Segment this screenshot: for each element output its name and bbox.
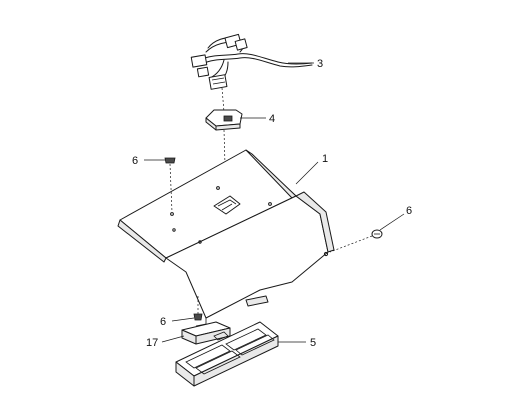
leader-6c [171, 317, 195, 322]
callout-4: 4 [269, 113, 275, 125]
callout-5: 5 [310, 337, 316, 349]
wiring-harness-part [190, 33, 313, 90]
callout-6-top-left: 6 [132, 155, 138, 167]
callout-6-right: 6 [406, 205, 412, 217]
leader-17 [161, 335, 185, 343]
leader-1 [295, 161, 319, 185]
leader-6b [379, 213, 405, 231]
grille-tray-part [175, 321, 279, 387]
callout-6-bottom: 6 [160, 316, 166, 328]
callout-3: 3 [317, 58, 323, 70]
main-panel-part [117, 149, 335, 327]
screw-bottom [193, 296, 203, 321]
screw-top-left [164, 157, 176, 213]
spacer-block-part [181, 321, 231, 345]
callout-17: 17 [146, 337, 158, 349]
harness-axis-line [221, 87, 225, 113]
callout-1: 1 [322, 153, 328, 165]
bracket-part [205, 109, 243, 131]
screw-right [329, 229, 383, 253]
